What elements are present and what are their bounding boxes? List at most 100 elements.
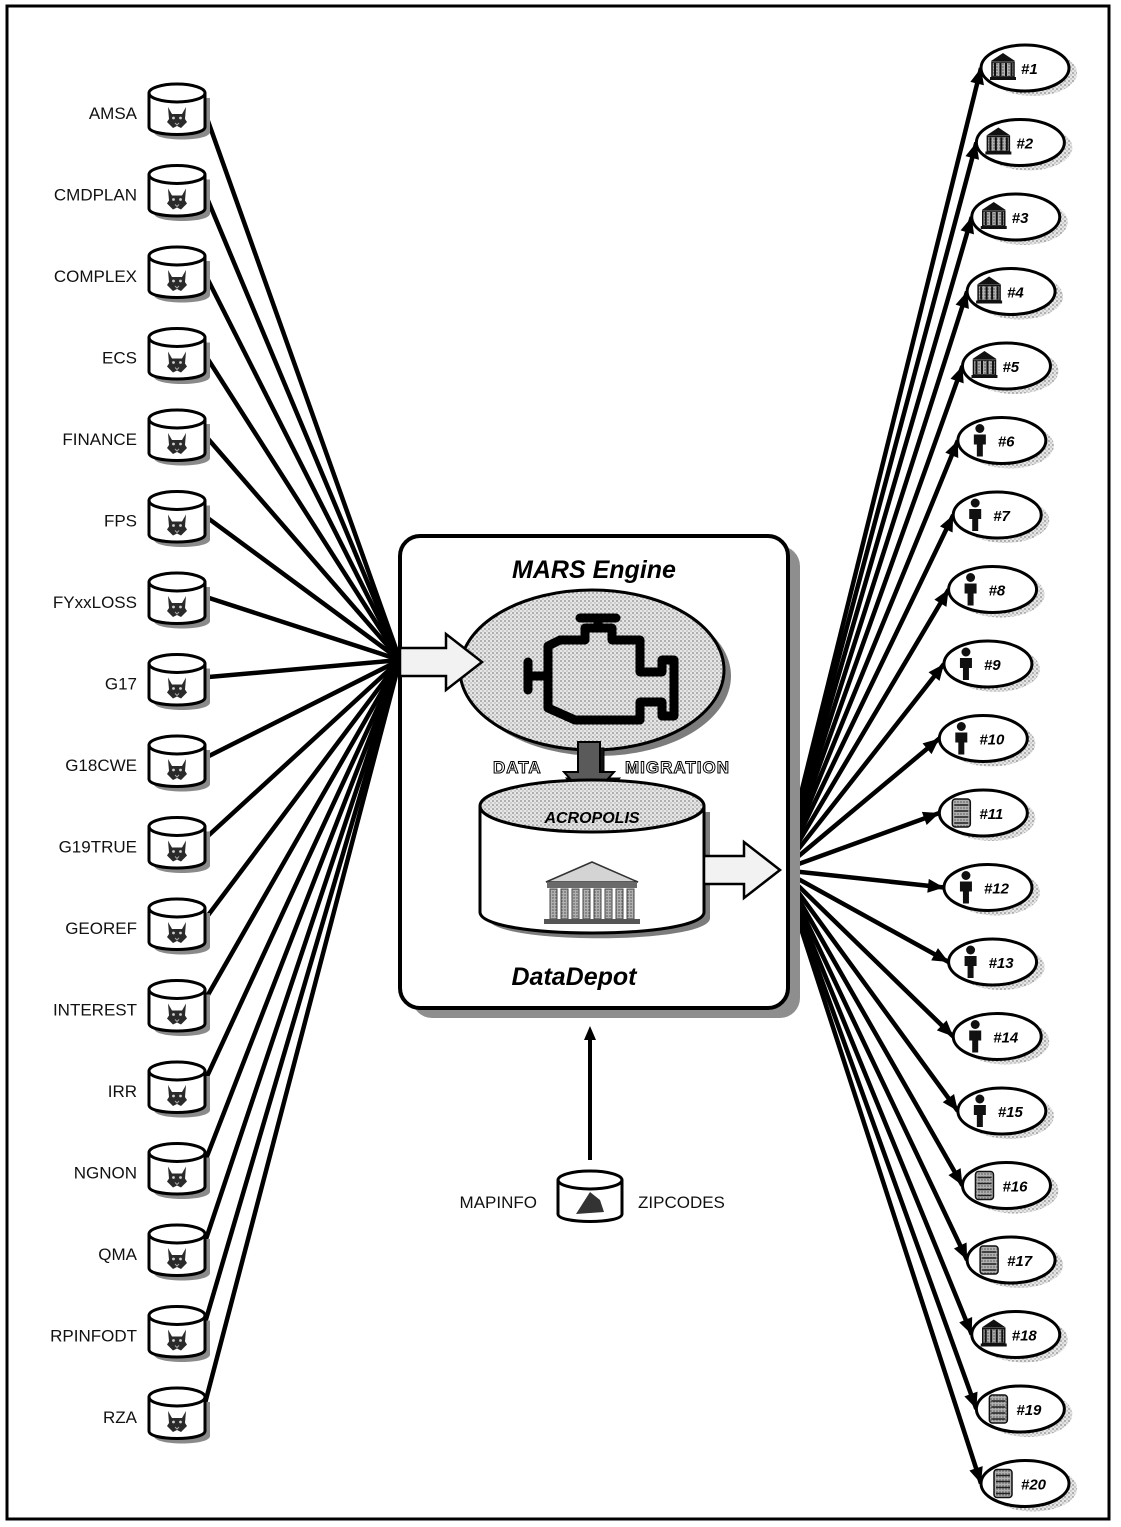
output-target: #20 bbox=[981, 1461, 1077, 1512]
mapinfo-database: MAPINFO ZIPCODES bbox=[460, 1171, 725, 1222]
output-connector bbox=[782, 217, 972, 870]
source-label: G19TRUE bbox=[59, 838, 137, 857]
server-icon bbox=[989, 1395, 1007, 1423]
output-connector bbox=[782, 441, 958, 871]
output-target: #4 bbox=[967, 269, 1063, 320]
output-connector bbox=[782, 870, 967, 1260]
source-label: COMPLEX bbox=[54, 267, 137, 286]
output-label: #15 bbox=[998, 1104, 1024, 1121]
output-target: #9 bbox=[944, 641, 1040, 692]
source-database: G17 bbox=[105, 655, 210, 711]
output-target: #17 bbox=[967, 1237, 1063, 1288]
output-target: #6 bbox=[958, 418, 1054, 469]
source-database: AMSA bbox=[89, 84, 210, 140]
source-connector bbox=[203, 352, 400, 661]
arrowhead bbox=[922, 812, 939, 825]
output-label: #8 bbox=[989, 583, 1006, 600]
output-connectors bbox=[782, 68, 984, 1484]
server-icon bbox=[952, 799, 970, 827]
output-target: #5 bbox=[962, 343, 1058, 394]
source-database: QMA bbox=[98, 1225, 210, 1281]
output-label: #18 bbox=[1012, 1328, 1038, 1345]
output-target: #11 bbox=[939, 790, 1035, 841]
source-connector bbox=[203, 660, 400, 922]
output-target: #12 bbox=[944, 865, 1040, 916]
output-label: #16 bbox=[1002, 1179, 1028, 1196]
output-target: #14 bbox=[953, 1014, 1049, 1065]
source-databases: AMSA CMDPLAN COMPLEX ECS FINANCE FPS FYxxLOSS G… bbox=[50, 84, 210, 1444]
source-database: FPS bbox=[104, 492, 210, 548]
output-label: #3 bbox=[1012, 210, 1029, 227]
source-label: GEOREF bbox=[65, 919, 137, 938]
output-label: #19 bbox=[1016, 1402, 1042, 1419]
output-target: #19 bbox=[976, 1386, 1072, 1437]
mapinfo-left-label: MAPINFO bbox=[460, 1193, 537, 1212]
source-label: RPINFODT bbox=[50, 1327, 137, 1346]
output-label: #17 bbox=[1007, 1253, 1033, 1270]
source-database: INTEREST bbox=[53, 981, 210, 1037]
output-connector bbox=[782, 292, 967, 871]
output-label: #5 bbox=[1002, 359, 1019, 376]
depot-label: DataDepot bbox=[511, 963, 638, 991]
mapinfo-right-label: ZIPCODES bbox=[638, 1193, 725, 1212]
source-label: NGNON bbox=[74, 1164, 137, 1183]
source-database: IRR bbox=[108, 1062, 210, 1118]
source-database: G18CWE bbox=[65, 736, 210, 792]
acropolis-database: ACROPOLIS bbox=[480, 780, 710, 938]
source-label: QMA bbox=[98, 1245, 137, 1264]
output-target: #15 bbox=[958, 1088, 1054, 1139]
data-label: DATA bbox=[493, 758, 542, 777]
output-connector bbox=[782, 143, 976, 871]
source-connector bbox=[203, 660, 400, 1411]
source-database: CMDPLAN bbox=[54, 166, 210, 222]
source-label: G17 bbox=[105, 675, 137, 694]
output-label: #1 bbox=[1021, 61, 1038, 78]
output-label: #13 bbox=[989, 955, 1015, 972]
output-target: #16 bbox=[962, 1163, 1058, 1214]
server-icon bbox=[975, 1172, 993, 1200]
output-label: #20 bbox=[1021, 1477, 1047, 1494]
source-database: G19TRUE bbox=[59, 818, 210, 874]
output-label: #2 bbox=[1016, 136, 1033, 153]
output-target: #8 bbox=[949, 567, 1045, 618]
output-target: #10 bbox=[939, 716, 1035, 767]
source-label: FINANCE bbox=[62, 430, 137, 449]
source-label: IRR bbox=[108, 1082, 137, 1101]
output-label: #10 bbox=[979, 732, 1005, 749]
source-database: GEOREF bbox=[65, 899, 210, 955]
output-target: #2 bbox=[976, 120, 1072, 171]
source-database: COMPLEX bbox=[54, 247, 210, 303]
source-connector bbox=[203, 107, 400, 660]
output-target: #1 bbox=[981, 45, 1077, 96]
server-icon bbox=[980, 1246, 998, 1274]
output-target: #18 bbox=[972, 1312, 1068, 1363]
server-icon bbox=[994, 1470, 1012, 1498]
source-database: NGNON bbox=[74, 1144, 210, 1200]
output-label: #4 bbox=[1007, 285, 1024, 302]
mars-engine-box: MARS Engine DATA MIGRATION ACROPOLIS bbox=[400, 536, 800, 1018]
source-label: CMDPLAN bbox=[54, 186, 137, 205]
source-database: FINANCE bbox=[62, 410, 210, 466]
output-label: #12 bbox=[984, 881, 1010, 898]
source-connector bbox=[203, 660, 400, 1330]
migration-label: MIGRATION bbox=[625, 758, 730, 777]
output-connector bbox=[782, 870, 976, 1409]
source-database: ECS bbox=[102, 329, 210, 385]
source-database: FYxxLOSS bbox=[53, 573, 210, 629]
input-connectors bbox=[203, 107, 400, 1411]
output-target: #13 bbox=[949, 939, 1045, 990]
output-label: #11 bbox=[979, 806, 1003, 823]
source-label: FPS bbox=[104, 512, 137, 531]
source-label: AMSA bbox=[89, 104, 138, 123]
output-target: #7 bbox=[953, 492, 1049, 543]
source-label: INTEREST bbox=[53, 1001, 137, 1020]
output-label: #9 bbox=[984, 657, 1001, 674]
acropolis-label: ACROPOLIS bbox=[543, 810, 639, 827]
source-label: RZA bbox=[103, 1408, 138, 1427]
source-connector bbox=[203, 660, 400, 1085]
output-connector bbox=[782, 870, 958, 1111]
output-target: #3 bbox=[972, 194, 1068, 245]
source-database: RZA bbox=[103, 1388, 210, 1444]
output-label: #14 bbox=[993, 1030, 1019, 1047]
